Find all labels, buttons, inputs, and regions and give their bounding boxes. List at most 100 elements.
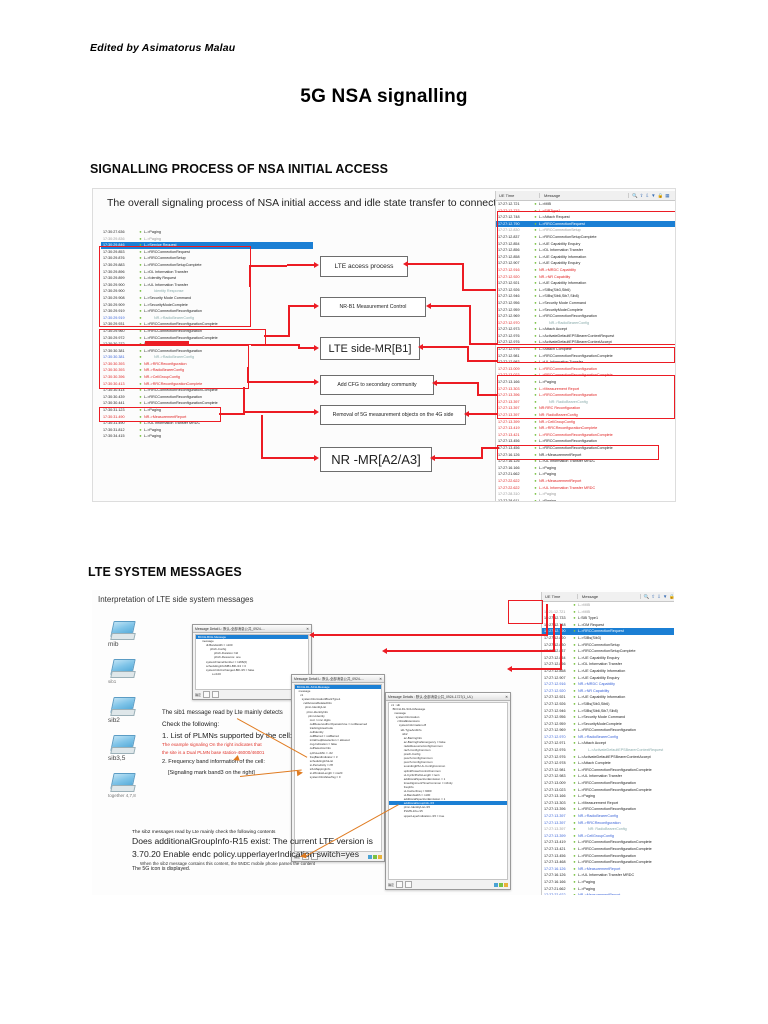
trace-row[interactable]: 17:27:12.970●NR->RadioBearerConfig (542, 734, 674, 741)
trace-row[interactable]: 17:27:13.421●L->RRCConnectionReconfigura… (542, 846, 674, 853)
down-icon[interactable]: ⇩ (645, 192, 650, 198)
tree-node[interactable]: systemInfoUnchanged-BR-r15 = false (206, 667, 255, 672)
trace-row[interactable]: 17:27:12.920●NR->NR Capability (542, 688, 674, 695)
trace-row[interactable]: 17:27:12.946●L->SIBs(Sib6,Sib7,Sib8) (496, 293, 675, 300)
toolbar-icons[interactable]: 🔍 ⇧ ⇩ ▼ 🔒 ▦ (629, 193, 670, 199)
trace-row[interactable]: 17:27:13.023●L->RRCConnectionReconfigura… (542, 787, 674, 794)
trace-row[interactable]: 17:27:12.926●L->SIBs(Sib3,Sib6) (542, 701, 674, 708)
trace-row[interactable]: 17:27:12.748●L->Attach Request (496, 214, 675, 221)
trace-row[interactable]: 17:30:29.836●L->Paging (101, 236, 313, 243)
tree-node[interactable]: ul-Bandwidth = n100 (403, 793, 431, 798)
trace-row[interactable]: 17:27:12.907●L->UE Capability Enquiry (496, 260, 675, 267)
tree-node[interactable]: plmn-IdentityList-r15 (403, 805, 430, 810)
tree-node[interactable]: sib-TypeAndInfo (400, 727, 422, 732)
trace-row[interactable]: 17:27:12.856●L->DL Information Transfer (542, 661, 674, 668)
tree-node[interactable]: plmn-IdentityInfo (306, 709, 328, 714)
tree-node[interactable]: s-n100 (212, 671, 221, 676)
trace-row[interactable]: 17:27:12.858●L->UE Capability Informatio… (496, 254, 675, 261)
tree-node[interactable]: cellBarred = notBarred (309, 734, 339, 739)
tree-node[interactable]: plmn-IdentityList (305, 705, 327, 710)
tree-node[interactable]: cellAccessRelatedInfo (303, 701, 332, 706)
trace-row[interactable]: 17:27:12.733●L->SIBType1 (496, 208, 675, 215)
trace-row[interactable]: 17:27:13.396●L->RRCConnectionReconfigura… (496, 392, 675, 399)
trace-row[interactable]: 17:27:13.468●L->RRCConnectionReconfigura… (542, 859, 674, 866)
trace-row[interactable]: 17:30:29.900●Identity Response (101, 288, 313, 295)
trace-row[interactable]: 17:27:13.009●L->RRCConnectionReconfigura… (496, 366, 675, 373)
footer-box-1[interactable] (203, 691, 211, 698)
window-titlebar[interactable]: Message Details : 默认-全部消息公共_0924-1727(1_… (386, 693, 510, 701)
trace-row[interactable]: 17:27:16.166●L->Paging (542, 879, 674, 886)
tree-node[interactable]: q-RxLevMin = -62 (309, 750, 333, 755)
trace-row[interactable]: 17:27:12.858●L->UE Capability Informatio… (542, 668, 674, 675)
trace-row[interactable]: 17:30:29.909●L->SecurityModeComplete (101, 302, 313, 309)
trace-row[interactable]: 17:27:12.976●L->ActivateDefaultEPSBearer… (496, 339, 675, 346)
tree-node[interactable]: cellReservedForOperatorUse = notReserved (309, 721, 368, 726)
trace-row[interactable]: 11:21:12.721●L->MIB (542, 609, 674, 616)
tree-node[interactable]: c1 (300, 693, 304, 698)
tree-node[interactable]: freqBandIndicator = 3 (309, 754, 338, 759)
trace-row[interactable]: 17:27:12.956●L->Security Mode Command (542, 714, 674, 721)
tree-node[interactable]: upperLayerIndication-r15 = true (403, 813, 445, 818)
search-icon[interactable]: 🔍 (632, 192, 638, 198)
trace-row[interactable]: 17:27:13.397●NR: RadioBearerConfig (542, 826, 674, 833)
trace-row[interactable]: 17:30:31.490●NR->MeasurementReport (101, 414, 313, 421)
trace-row[interactable]: 17:27:12.969●L->RRCConnectionReconfigura… (542, 727, 674, 734)
trace-row[interactable]: 17:27:13.303●L->Measurement Report (542, 800, 674, 807)
trace-row[interactable]: 17:27:12.916●NR->MRDC Capability (542, 681, 674, 688)
tree-node[interactable]: ac-BarringForEmergency = false (403, 739, 446, 744)
tree-node[interactable]: mcc / mnc digits (309, 717, 331, 722)
trace-row[interactable]: 17:27:16.126●NR->MeasurementReport (496, 452, 675, 459)
tree-node[interactable]: sib2 (402, 731, 408, 736)
tree-node[interactable]: uplinkPowerControlCommon (403, 768, 441, 773)
trace-row[interactable]: 17:30:29.931●L->RRCConnectionReconfigura… (101, 321, 313, 328)
trace-row[interactable]: 17:27:13.399●NR->CellGroupConfig (542, 833, 674, 840)
tree-node[interactable]: message (394, 711, 406, 716)
down-icon[interactable]: ⇩ (657, 593, 661, 599)
tree-node[interactable]: ul-CarrierFreq = 9000 (403, 788, 432, 793)
message-detail-window-sib1[interactable]: Message Detail L: 默认-全部消息公共_0924-... ✕ B… (291, 674, 385, 862)
trace-row[interactable]: 17:27:13.166●L->Paging (496, 379, 675, 386)
tree-node[interactable]: phich-Config (210, 647, 227, 652)
trace-row[interactable]: 17:30:27.636●L->Paging (101, 229, 313, 236)
figure1-right-trace-panel[interactable]: UE Time Message 🔍 ⇧ ⇩ ▼ 🔒 ▦ 17:27:12.721… (495, 191, 675, 501)
trace-row[interactable]: 17:27:12.976●L->ActivateDefaultEPSBearer… (496, 333, 675, 340)
trace-row[interactable]: 17:27:13.303●L->Measurement Report (496, 386, 675, 393)
trace-row[interactable]: 17:27:13.397●NR->RRCReconfiguration (542, 820, 674, 827)
trace-row[interactable]: 17:30:30.381●NR->RadioBearerConfig (101, 354, 313, 361)
trace-row[interactable]: 17:27:12.956●L->Security Mode Command (496, 300, 675, 307)
toolbar-icons[interactable]: 🔍 ⇧ ⇩ ▼ 🔒 (641, 594, 674, 600)
tree-node[interactable]: BCCH-DL-SCH-Message (392, 707, 426, 712)
trace-row[interactable]: 17:30:29.846●L->Service Request (101, 242, 313, 249)
trace-row[interactable]: 17:27:13.397●NR:RRC Reconfiguration (496, 405, 675, 412)
trace-row[interactable]: 17:30:30.439●L->RRCConnectionReconfigura… (101, 394, 313, 401)
trace-row[interactable]: 17:30:29.899●L->Identity Request (101, 275, 313, 282)
trace-row[interactable]: 17:27:13.456●L->RRCConnectionReconfigura… (496, 438, 675, 445)
trace-row[interactable]: 17:27:12.959●L->SecurityModeComplete (496, 307, 675, 314)
footer-box-1[interactable] (396, 881, 404, 888)
tree-node[interactable]: schedulingInfoList (309, 758, 333, 763)
trace-row[interactable]: 17:30:30.393●NR->RRCReconfiguration (101, 361, 313, 368)
trace-row[interactable]: 17:27:12.733●L:SIB Type1 (542, 615, 674, 622)
trace-row[interactable]: 17:27:28.310●L->Paging (496, 491, 675, 498)
tree-node[interactable]: BCCH-DL-SCH-Message (295, 685, 381, 690)
tree-node[interactable]: soundingRS-UL-ConfigCommon (403, 764, 446, 769)
tree-node[interactable]: cellIdentity (309, 730, 324, 735)
tree-node[interactable]: c1 : sib (391, 703, 401, 707)
trace-row[interactable]: 17:30:30.381●L->RRCConnectionReconfigura… (101, 348, 313, 355)
trace-row[interactable]: 17:27:22.622●L->UL Information Transfer … (496, 485, 675, 492)
trace-row[interactable]: 17:27:22.622●NR->MeasurementReport (496, 478, 675, 485)
lock-icon[interactable]: 🔒 (657, 192, 664, 198)
trace-row[interactable]: 17:27:12.983●L->UL Information Transfer (542, 773, 674, 780)
trace-row[interactable]: 17:27:13.456●L->RRCConnectionReconfigura… (496, 445, 675, 452)
trace-row[interactable]: 17:27:13.397●NR->RadioBearerConfig (542, 813, 674, 820)
tree-node[interactable]: systemInformation (395, 715, 420, 720)
tree-node-selected[interactable]: BCCH-BCH-Message (196, 635, 308, 640)
ok-button[interactable]: 确定 (388, 882, 395, 887)
trace-row[interactable]: 17:30:29.883●L->RRCConnectionSetupComple… (101, 262, 313, 269)
tree-node[interactable]: schedulingInfoSIB1-BR-r13 = 0 (206, 663, 246, 668)
trace-row[interactable]: 17:27:12.921●L->UE Capability Informatio… (496, 280, 675, 287)
tree-node[interactable]: systemInformation-r8 (399, 723, 427, 728)
